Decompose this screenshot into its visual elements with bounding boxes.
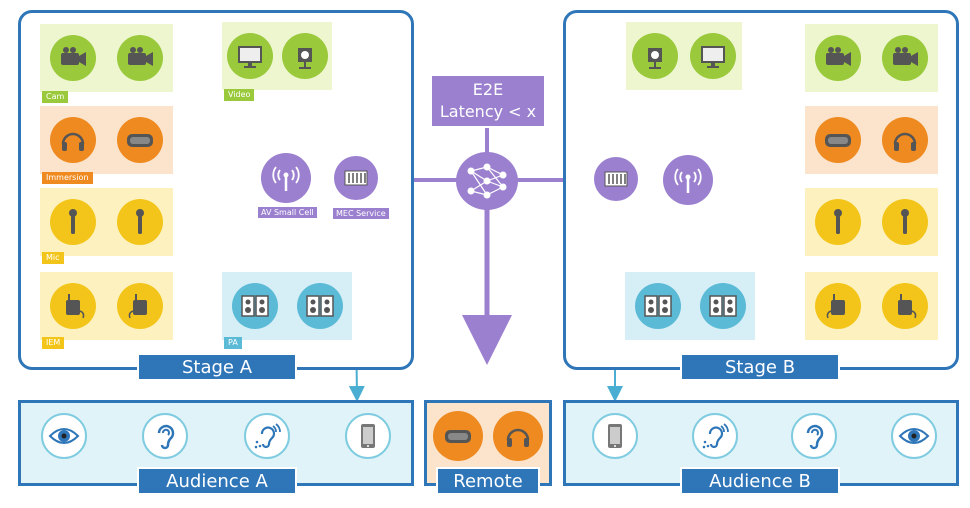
vr-headset-icon [116,117,163,163]
vr-headset-icon [815,117,862,163]
vr-headset-icon [433,411,483,461]
pa-label: PA [224,337,242,349]
remote-icons [433,411,543,461]
small-cell-label: AV Small Cell [258,207,317,218]
immersion-label: Immersion [42,172,93,184]
hearing-aid-icon [691,413,738,459]
cam-group-b [805,24,938,92]
remote-banner: Remote [436,467,540,495]
iem-label: IEM [42,337,65,349]
latency-box: E2E Latency < x [432,76,544,126]
monitor-icon [226,33,273,79]
speaker-icon [634,283,681,329]
iem-group-a [40,272,173,340]
mec-node-a [334,156,378,200]
phone-icon [344,413,391,459]
network-icon [467,163,507,199]
video-camera-icon [50,35,97,81]
mixer-icon [344,170,368,186]
microphone-icon [116,199,163,245]
mec-label: MEC Service [333,208,389,219]
video-group-b [626,22,742,90]
mic-group-a [40,188,173,256]
speaker-icon [296,283,343,329]
audience-b-panel [563,400,959,486]
microphone-icon [881,199,928,245]
cam-label: Cam [42,91,69,103]
antenna-icon [272,166,300,191]
stage-a-banner: Stage A [137,353,297,381]
video-camera-icon [116,35,163,81]
microphone-icon [50,199,97,245]
speaker-icon [699,283,746,329]
spotlight-icon [632,33,678,79]
latency-line2: Latency < x [439,102,537,121]
phone-icon [592,413,638,459]
mec-node-b [594,157,638,201]
microphone-icon [815,199,862,245]
antenna-icon [674,168,702,193]
audience-b-banner: Audience B [680,467,840,495]
eye-icon [890,413,937,459]
eye-icon [41,413,87,459]
immersion-group-a [40,106,173,174]
pa-group-a [222,272,352,340]
audience-a-banner: Audience A [137,467,297,495]
mic-label: Mic [42,252,64,264]
audience-b-icons [592,413,937,459]
immersion-group-b [805,106,938,174]
headphones-icon [50,117,97,163]
ear-icon [142,413,189,459]
video-camera-icon [815,35,862,81]
hearing-aid-icon [243,413,290,459]
video-camera-icon [881,35,928,81]
video-label: Video [224,89,255,101]
bodypack-icon [815,283,862,329]
latency-line1: E2E [472,80,504,99]
bodypack-icon [881,283,928,329]
video-group-a [222,22,332,90]
mixer-icon [604,171,628,187]
cam-group-a [40,24,173,92]
monitor-icon [690,33,736,79]
neural-network-node [456,152,518,210]
pa-group-b [625,272,755,340]
ear-icon [791,413,838,459]
stage-b-banner: Stage B [680,353,840,381]
small-cell-node-b [663,155,713,205]
small-cell-node-a [261,153,311,203]
mic-group-b [805,188,938,256]
audience-a-icons [41,413,391,459]
speaker-icon [231,283,278,329]
headphones-icon [493,411,543,461]
bodypack-icon [116,283,163,329]
spotlight-icon [281,33,328,79]
headphones-icon [881,117,928,163]
iem-group-b [805,272,938,340]
bodypack-icon [50,283,97,329]
